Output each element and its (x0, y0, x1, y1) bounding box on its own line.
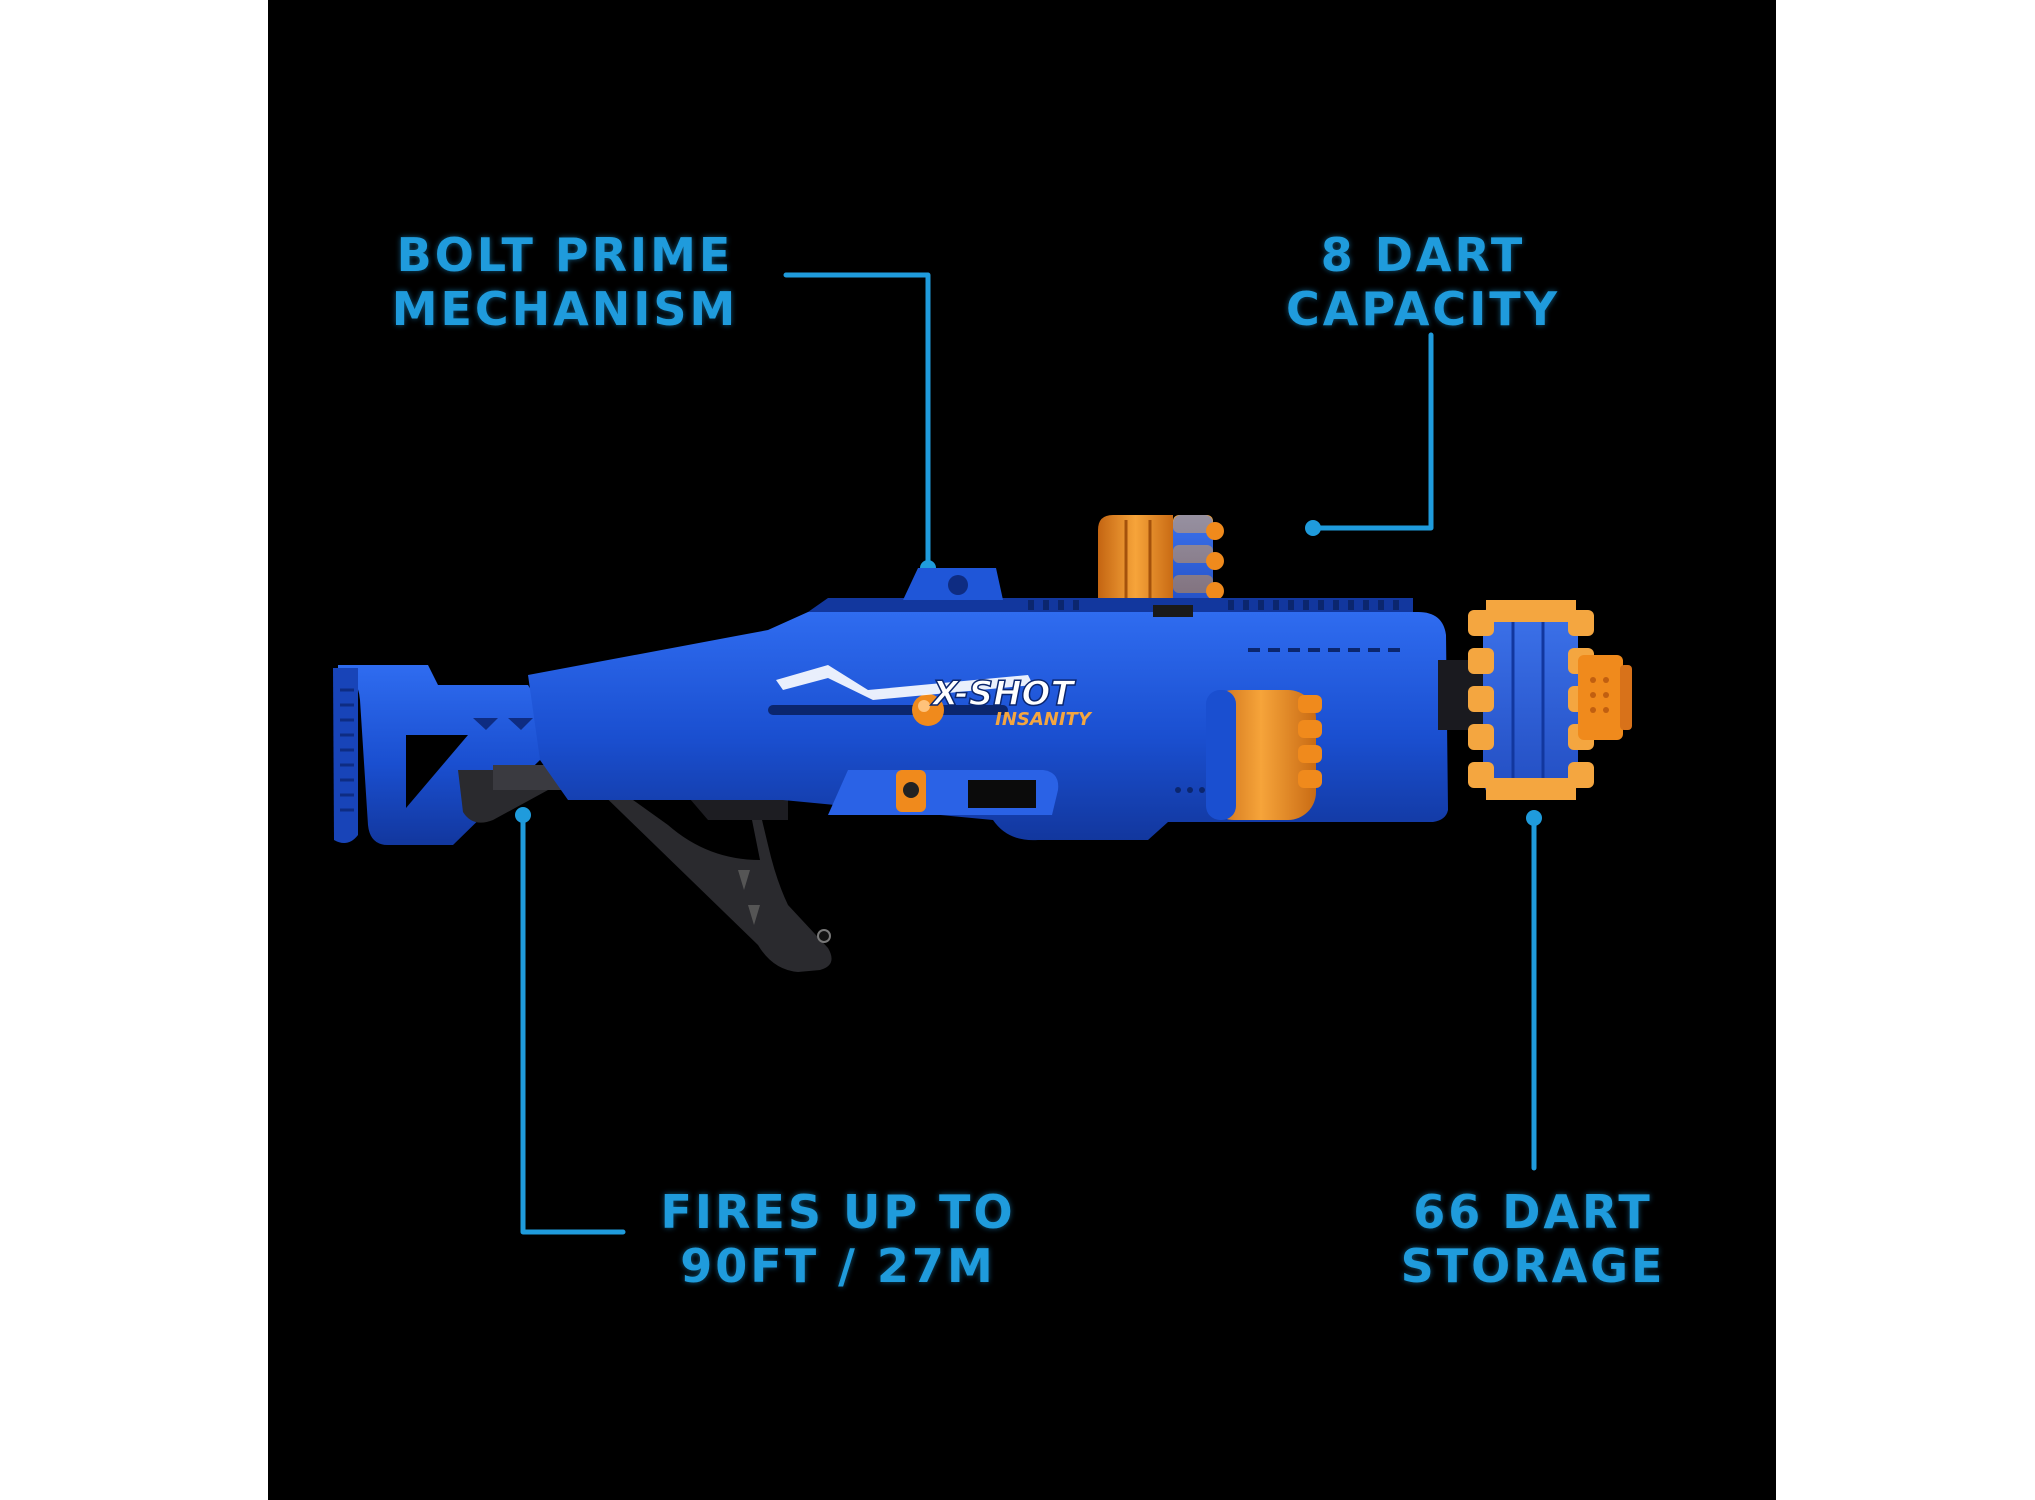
callout-bolt-prime-line1: BOLT PRIME (396, 228, 734, 282)
range-line (520, 812, 626, 1235)
callout-dart-capacity: 8 DART CAPACITY (1233, 228, 1613, 336)
bolt-prime-line (783, 272, 931, 571)
capacity-line (1310, 332, 1434, 531)
storage-drum (1468, 600, 1594, 800)
callout-lines (520, 272, 1537, 1235)
callout-range: FIRES UP TO 90FT / 27M (628, 1185, 1048, 1293)
callout-dart-capacity-line2: CAPACITY (1285, 282, 1560, 336)
callout-storage-line2: STORAGE (1400, 1239, 1666, 1293)
callout-dart-capacity-line1: 8 DART (1320, 228, 1526, 282)
callout-range-line2: 90FT / 27M (680, 1239, 996, 1293)
top-dart-clip (1098, 515, 1224, 612)
brand-name: X-SHOT (930, 674, 1076, 714)
product-panel: X-SHOT INSANITY BOLT PRIME MECHANISM 8 D… (268, 0, 1776, 1500)
revolving-cylinder (1206, 690, 1322, 820)
callout-bolt-prime: BOLT PRIME MECHANISM (350, 228, 780, 336)
brand-logo: X-SHOT INSANITY (930, 673, 1093, 730)
callout-storage: 66 DART STORAGE (1343, 1185, 1723, 1293)
callout-storage-line1: 66 DART (1413, 1185, 1653, 1239)
muzzle-cap (1578, 655, 1632, 740)
callout-range-line1: FIRES UP TO (660, 1185, 1016, 1239)
callout-bolt-prime-line2: MECHANISM (391, 282, 739, 336)
brand-sub: INSANITY (995, 709, 1093, 730)
blaster-illustration: X-SHOT INSANITY (333, 272, 1632, 1235)
